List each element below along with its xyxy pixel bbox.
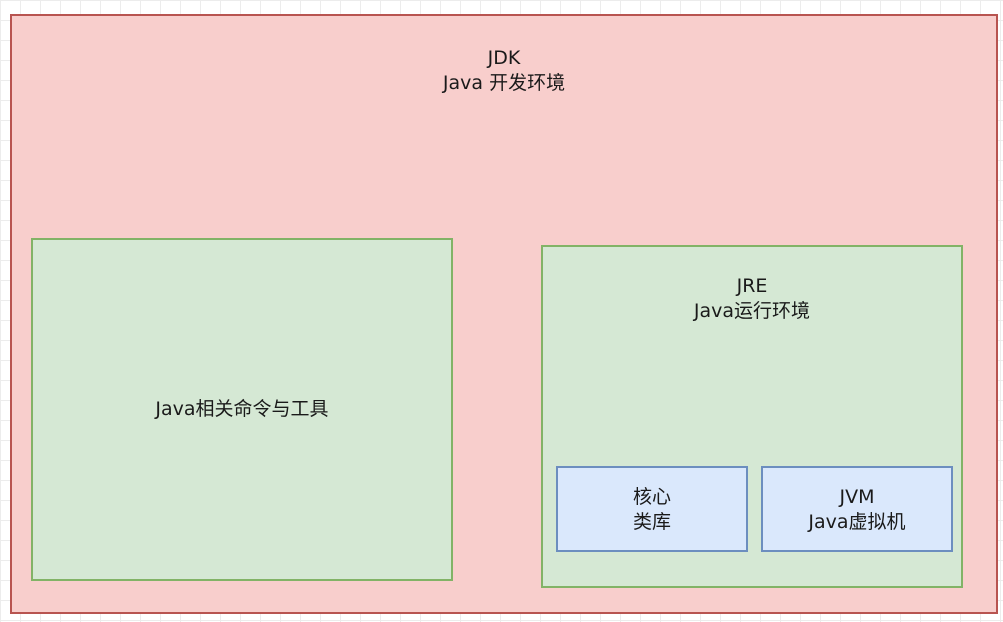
tools-label: Java相关命令与工具 [31,397,453,422]
tools-box[interactable] [31,238,453,581]
jvm-subtitle: Java虚拟机 [808,511,906,533]
tools-text: Java相关命令与工具 [155,398,329,420]
jvm-title: JVM [839,486,875,508]
jdk-label: JDK Java 开发环境 [10,46,998,96]
jre-subtitle: Java运行环境 [693,300,811,322]
core-library-line1: 核心 [632,486,671,508]
jre-label: JRE Java运行环境 [541,274,963,324]
jdk-title: JDK [487,47,521,69]
jvm-label: JVM Java虚拟机 [761,485,953,535]
core-library-label: 核心 类库 [556,485,748,535]
jre-title: JRE [736,275,768,297]
jdk-subtitle: Java 开发环境 [442,72,566,94]
jvm-box[interactable] [761,466,953,552]
core-library-line2: 类库 [632,511,671,533]
core-library-box[interactable] [556,466,748,552]
